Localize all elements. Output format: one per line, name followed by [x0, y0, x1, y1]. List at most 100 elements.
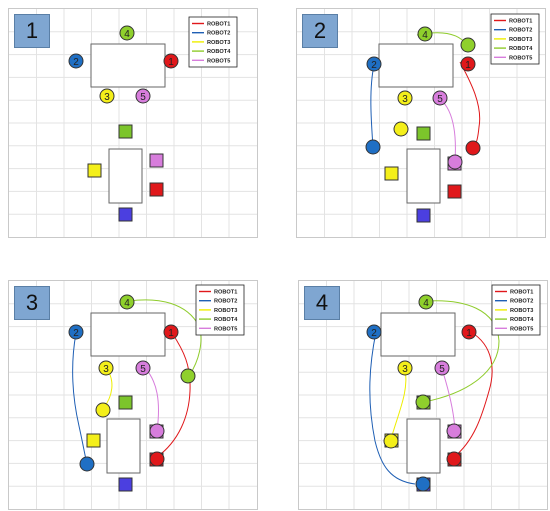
robot-3-current [393, 121, 409, 137]
robot-2-label: 2 [371, 60, 377, 71]
robot-4-current [460, 37, 476, 53]
robot-5-start: 5 [432, 90, 448, 106]
legend-label: ROBOT5 [214, 326, 237, 332]
robot-1-start: 1 [163, 324, 179, 340]
robot-2-start: 2 [366, 56, 382, 72]
robot-1-current [446, 451, 462, 467]
robot-2-current [415, 476, 431, 492]
path-robot-5 [439, 98, 456, 162]
panel-number-badge: 2 [302, 14, 338, 48]
path-robot-1 [459, 61, 481, 149]
robot-3-start: 3 [397, 90, 413, 106]
robot-3: 3 [99, 88, 115, 104]
goal-green [118, 395, 133, 410]
robot-5-label: 5 [437, 94, 443, 105]
robot-3-start: 3 [397, 360, 413, 376]
goal-green [416, 126, 431, 141]
legend-label: ROBOT1 [510, 290, 533, 296]
robot-2-label: 2 [73, 57, 79, 68]
goal-yellow [86, 433, 101, 448]
upper-obstacle [90, 312, 166, 357]
robot-5-current [447, 154, 463, 170]
robot-4-start: 4 [119, 294, 135, 310]
robot-3-current [95, 402, 111, 418]
robot-3-label: 3 [104, 92, 110, 103]
legend-label: ROBOT4 [509, 46, 533, 52]
path-robot-4 [423, 300, 500, 403]
robot-4-start: 4 [418, 294, 434, 310]
robot-5-label: 5 [140, 364, 146, 375]
robot-3-label: 3 [402, 94, 408, 105]
path-robot-3 [390, 368, 407, 440]
legend-label: ROBOT3 [510, 308, 533, 314]
robot-3-start: 3 [98, 360, 114, 376]
robot-4-current [415, 394, 431, 410]
path-robot-5 [441, 368, 456, 432]
goal-red [447, 184, 462, 199]
goal-red [149, 182, 164, 197]
legend-label: ROBOT3 [214, 308, 237, 314]
goal-pink [149, 153, 164, 168]
goal-green [118, 124, 133, 139]
panel-number-badge: 1 [14, 14, 50, 48]
robot-5: 5 [135, 88, 151, 104]
legend-label: ROBOT5 [510, 326, 533, 332]
robot-4-label: 4 [423, 298, 429, 309]
legend-label: ROBOT4 [207, 49, 231, 55]
path-robot-2 [369, 331, 416, 485]
goal-blue [118, 477, 133, 492]
legend-label: ROBOT4 [214, 317, 238, 323]
robot-3-label: 3 [103, 364, 109, 375]
robot-1-start: 1 [460, 56, 476, 72]
robot-1-label: 1 [168, 57, 174, 68]
legend-label: ROBOT2 [509, 28, 532, 34]
panel-number-badge: 3 [14, 286, 50, 320]
goal-yellow [384, 166, 399, 181]
robot-4-label: 4 [124, 298, 130, 309]
path-robot-1 [453, 331, 493, 458]
panel-number-badge: 4 [304, 286, 340, 320]
robot-4: 4 [119, 25, 135, 41]
robot-5-current [446, 423, 462, 439]
panel-1-grid [9, 9, 257, 237]
robot-5-start: 5 [135, 360, 151, 376]
path-robot-2 [370, 64, 375, 148]
robot-2-label: 2 [371, 328, 377, 339]
upper-obstacle [380, 312, 456, 357]
robot-1-label: 1 [168, 328, 174, 339]
robot-1-start: 1 [461, 324, 477, 340]
legend-label: ROBOT4 [510, 317, 534, 323]
robot-2: 2 [68, 53, 84, 69]
robot-2-label: 2 [73, 328, 79, 339]
path-robot-1 [156, 332, 191, 458]
robot-1-label: 1 [465, 60, 471, 71]
legend-label: ROBOT3 [207, 40, 230, 46]
robot-4-start: 4 [417, 26, 433, 42]
lower-obstacle [108, 148, 143, 204]
legend-label: ROBOT3 [509, 37, 532, 43]
robot-1-current [465, 140, 481, 156]
robot-4-label: 4 [124, 29, 130, 40]
goal-blue [118, 207, 133, 222]
lower-obstacle [406, 148, 441, 204]
lower-obstacle [106, 418, 141, 474]
legend-label: ROBOT5 [509, 55, 532, 61]
robot-3-label: 3 [402, 364, 408, 375]
robot-5-start: 5 [434, 360, 450, 376]
robot-1-current [149, 451, 165, 467]
legend-label: ROBOT1 [214, 290, 237, 296]
robot-2-start: 2 [366, 324, 382, 340]
legend-label: ROBOT2 [214, 299, 237, 305]
robot-1-label: 1 [466, 328, 472, 339]
path-robot-2 [72, 332, 88, 465]
robot-2-current [79, 456, 95, 472]
lower-obstacle [406, 418, 441, 474]
